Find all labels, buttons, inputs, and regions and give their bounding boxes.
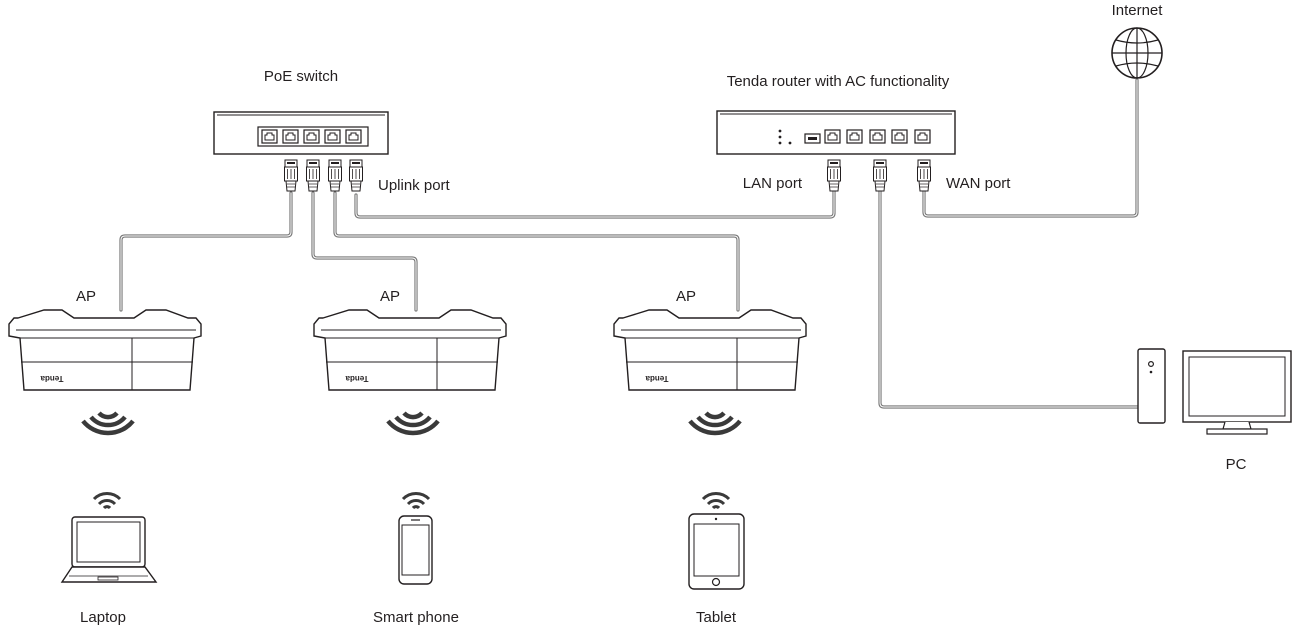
wifi-icon [388,413,438,433]
rj45-connector-icon [306,159,320,192]
cable-switch-to-ap-3 [333,191,740,312]
ap-brand-label: Tenda [345,374,369,383]
smart-phone: Smart phone [373,491,459,626]
ap-label: AP [676,288,696,305]
pc: PC [1137,348,1292,473]
tablet: Tablet [688,491,745,626]
lan-port-label: LAN port [743,175,803,192]
rj45-connector-icon [328,159,342,192]
cable-wan-to-internet [922,78,1139,218]
ap-3: AP Tenda [613,288,807,433]
internet-label: Internet [1112,2,1164,19]
wifi-icon [83,413,133,433]
rj45-connector-icon [284,159,298,192]
smart-phone-label: Smart phone [373,609,459,626]
tenda-router: Tenda router with AC functionality LAN p… [716,73,1011,192]
laptop-icon [60,516,158,583]
tablet-icon [688,513,745,590]
pc-label: PC [1226,456,1247,473]
ap-2: AP Tenda [313,288,507,433]
router-label: Tenda router with AC functionality [727,73,950,90]
laptop: Laptop [60,491,158,626]
wifi-icon [401,491,431,510]
ap-brand-label: Tenda [645,374,669,383]
rj45-connector-icon [827,159,841,192]
ap-brand-label: Tenda [40,374,64,383]
tablet-label: Tablet [696,609,737,626]
laptop-label: Laptop [80,609,126,626]
rj45-connector-icon [873,159,887,192]
pc-icon [1137,348,1292,435]
rj45-connector-icon [917,159,931,192]
cable-switch-to-ap-2 [311,191,418,312]
wifi-icon [92,491,122,510]
wifi-icon [690,413,740,433]
rj45-connector-icon [349,159,363,192]
phone-icon [398,515,433,585]
cable-switch-to-ap-1 [119,191,293,312]
uplink-port-label: Uplink port [378,177,451,194]
wifi-icon [701,491,731,510]
cable-router-to-pc [878,189,1141,409]
poe-switch: PoE switch Uplink port [213,68,451,194]
ap-label: AP [76,288,96,305]
internet-globe: Internet [1111,2,1164,79]
cable-lan-to-uplink [354,189,836,219]
globe-icon [1111,27,1163,79]
ap-label: AP [380,288,400,305]
poe-switch-label: PoE switch [264,68,338,85]
ap-1: AP Tenda [8,288,202,433]
wan-port-label: WAN port [946,175,1011,192]
